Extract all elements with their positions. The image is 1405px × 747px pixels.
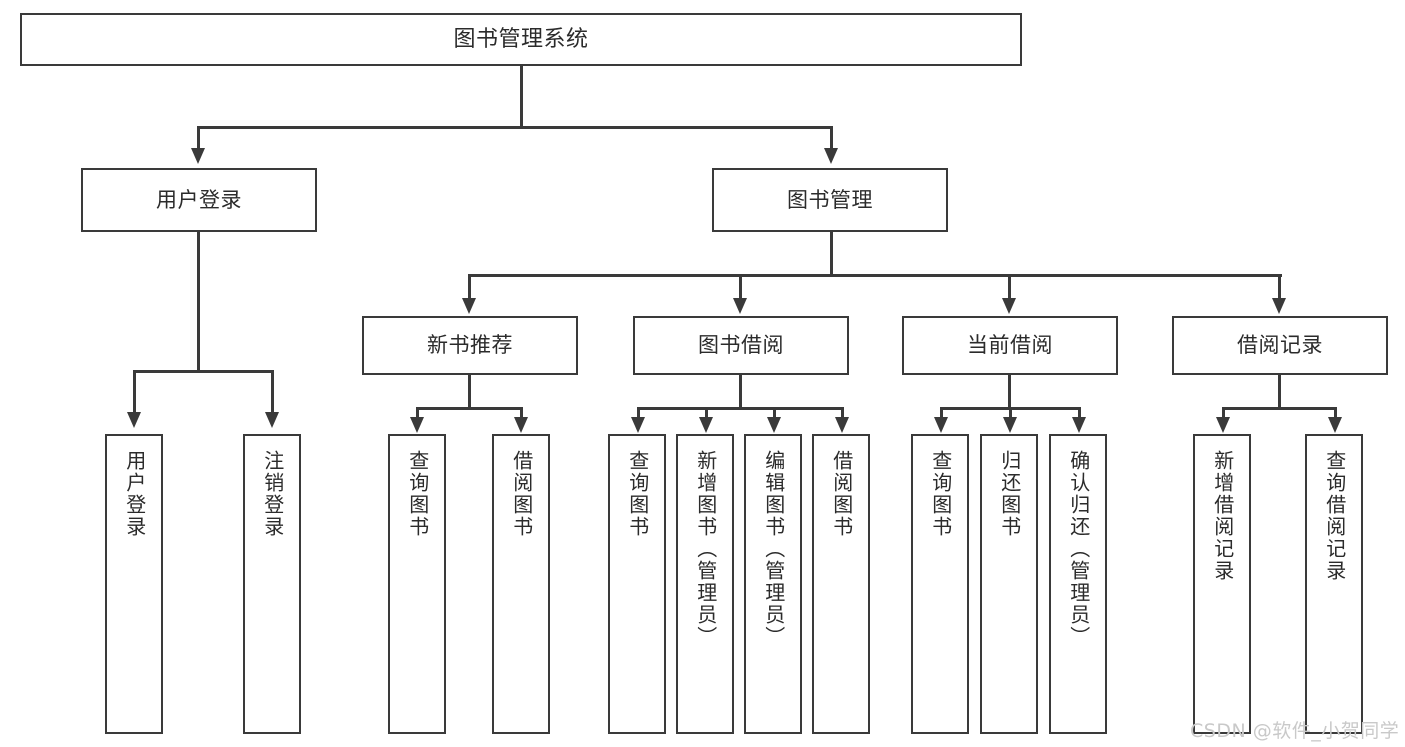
- node-label: 借阅记录: [1237, 333, 1323, 358]
- node-new-book-recommend[interactable]: 新书推荐: [362, 316, 578, 375]
- connector-level1-bus: [197, 126, 832, 129]
- connector-bus-user-login: [133, 370, 272, 373]
- connector-stem-user-login: [197, 232, 200, 372]
- connector-drop-bb-3: [841, 407, 844, 419]
- leaf-current-borrow-1[interactable]: 归还图书: [980, 434, 1038, 734]
- leaf-user-login-0[interactable]: 用户登录: [105, 434, 163, 734]
- arrow-down-bb-0: [631, 417, 645, 433]
- arrow-down-nbr-1: [514, 417, 528, 433]
- connector-drop-br-0: [1222, 407, 1225, 419]
- arrow-down-bb-2: [767, 417, 781, 433]
- connector-drop-ul-leaf-0: [133, 370, 136, 414]
- node-label: 新增图书（管理员）: [693, 450, 718, 648]
- node-current-borrow[interactable]: 当前借阅: [902, 316, 1118, 375]
- connector-stem-book-manage: [830, 232, 833, 276]
- arrow-down-ul-leaf-0: [127, 412, 141, 428]
- leaf-book-borrow-0[interactable]: 查询图书: [608, 434, 666, 734]
- connector-drop-bb-2: [773, 407, 776, 419]
- connector-drop-l2-2: [1008, 274, 1011, 300]
- leaf-new-book-recommend-1[interactable]: 借阅图书: [492, 434, 550, 734]
- node-label: 借阅图书: [509, 450, 534, 538]
- arrow-down-bb-1: [699, 417, 713, 433]
- node-label: 用户登录: [122, 450, 147, 538]
- connector-drop-l2-1: [739, 274, 742, 300]
- arrow-down-br-0: [1216, 417, 1230, 433]
- connector-stem-cb: [1008, 375, 1011, 409]
- connector-drop-cb-2: [1078, 407, 1081, 419]
- leaf-book-borrow-1[interactable]: 新增图书（管理员）: [676, 434, 734, 734]
- leaf-new-book-recommend-0[interactable]: 查询图书: [388, 434, 446, 734]
- node-label: 用户登录: [156, 187, 242, 212]
- leaf-user-login-1[interactable]: 注销登录: [243, 434, 301, 734]
- node-label: 当前借阅: [967, 333, 1053, 358]
- node-label: 注销登录: [260, 450, 285, 538]
- arrow-down-br-1: [1328, 417, 1342, 433]
- node-user-login[interactable]: 用户登录: [81, 168, 317, 232]
- node-label: 图书管理系统: [453, 26, 589, 52]
- connector-bus-br: [1222, 407, 1334, 410]
- connector-bus-level2: [468, 274, 1282, 277]
- leaf-current-borrow-0[interactable]: 查询图书: [911, 434, 969, 734]
- arrow-down-bb-3: [835, 417, 849, 433]
- node-label: 查询图书: [928, 450, 953, 538]
- node-label: 查询图书: [405, 450, 430, 538]
- leaf-current-borrow-2[interactable]: 确认归还（管理员）: [1049, 434, 1107, 734]
- arrow-down-book-manage: [824, 148, 838, 164]
- connector-drop-br-1: [1334, 407, 1337, 419]
- node-label: 新增借阅记录: [1210, 450, 1235, 582]
- arrow-down-ul-leaf-1: [265, 412, 279, 428]
- node-label: 查询图书: [625, 450, 650, 538]
- node-label: 确认归还（管理员）: [1066, 450, 1091, 648]
- arrow-down-cb-1: [1003, 417, 1017, 433]
- connector-stem-bb: [739, 375, 742, 409]
- arrow-down-user-login: [191, 148, 205, 164]
- connector-drop-ul-leaf-1: [271, 370, 274, 414]
- connector-drop-l2-0: [468, 274, 471, 300]
- node-label: 归还图书: [997, 450, 1022, 538]
- connector-drop-bb-0: [637, 407, 640, 419]
- csdn-watermark: CSDN @软件_小贺同学: [1190, 720, 1400, 742]
- leaf-book-borrow-3[interactable]: 借阅图书: [812, 434, 870, 734]
- connector-stem-nbr: [468, 375, 471, 409]
- node-book-borrow[interactable]: 图书借阅: [633, 316, 849, 375]
- connector-root-stem: [520, 66, 523, 128]
- connector-drop-book-manage: [830, 126, 833, 150]
- node-label: 图书借阅: [698, 333, 784, 358]
- arrow-down-l2-2: [1002, 298, 1016, 314]
- connector-stem-br: [1278, 375, 1281, 409]
- node-book-management[interactable]: 图书管理: [712, 168, 948, 232]
- arrow-down-l2-3: [1272, 298, 1286, 314]
- arrow-down-cb-2: [1072, 417, 1086, 433]
- arrow-down-nbr-0: [410, 417, 424, 433]
- connector-drop-nbr-0: [416, 407, 419, 419]
- connector-drop-cb-0: [940, 407, 943, 419]
- node-borrow-record[interactable]: 借阅记录: [1172, 316, 1388, 375]
- node-label: 借阅图书: [829, 450, 854, 538]
- node-root-system[interactable]: 图书管理系统: [20, 13, 1022, 66]
- node-label: 查询借阅记录: [1322, 450, 1347, 582]
- node-label: 编辑图书（管理员）: [761, 450, 786, 648]
- leaf-borrow-record-0[interactable]: 新增借阅记录: [1193, 434, 1251, 734]
- node-label: 新书推荐: [427, 333, 513, 358]
- connector-drop-bb-1: [705, 407, 708, 419]
- connector-drop-user-login: [197, 126, 200, 150]
- node-label: 图书管理: [787, 187, 873, 212]
- arrow-down-l2-0: [462, 298, 476, 314]
- connector-bus-bb: [637, 407, 843, 410]
- leaf-borrow-record-1[interactable]: 查询借阅记录: [1305, 434, 1363, 734]
- connector-drop-l2-3: [1278, 274, 1281, 300]
- arrow-down-l2-1: [733, 298, 747, 314]
- connector-bus-nbr: [416, 407, 520, 410]
- arrow-down-cb-0: [934, 417, 948, 433]
- connector-drop-cb-1: [1009, 407, 1012, 419]
- leaf-book-borrow-2[interactable]: 编辑图书（管理员）: [744, 434, 802, 734]
- connector-drop-nbr-1: [520, 407, 523, 419]
